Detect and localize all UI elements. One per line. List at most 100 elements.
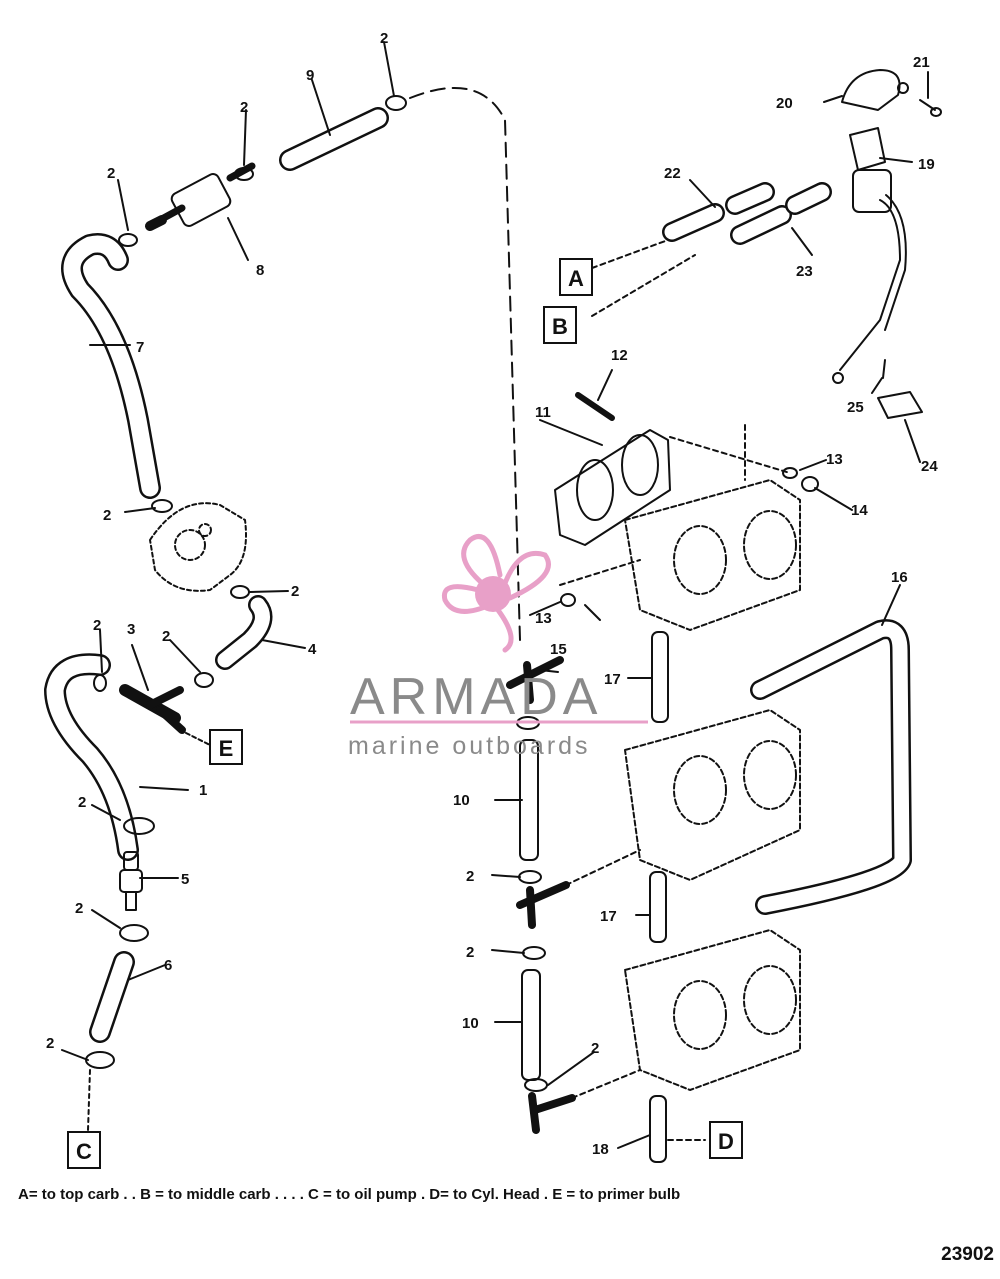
callout-10: 10 (462, 1015, 479, 1032)
hose-10 (521, 969, 541, 1081)
callout-2: 2 (380, 30, 388, 47)
check-valve-5 (119, 851, 143, 911)
callout-10: 10 (453, 792, 470, 809)
callout-13: 13 (535, 610, 552, 627)
callout-19: 19 (918, 156, 935, 173)
callout-2: 2 (103, 507, 111, 524)
clamp-2 (119, 924, 149, 942)
gasket-11 (554, 429, 671, 546)
clamp-2 (194, 672, 214, 688)
callout-18: 18 (592, 1141, 609, 1158)
connector-c-box: C (67, 1131, 101, 1169)
callout-2: 2 (75, 900, 83, 917)
svg-text:C: C (76, 1139, 92, 1164)
clamp-2 (524, 1078, 548, 1092)
hose-4 (215, 595, 273, 670)
svg-text:D: D (718, 1129, 734, 1154)
nut-14 (801, 476, 819, 492)
clamp-2 (123, 817, 155, 835)
callout-7: 7 (136, 339, 144, 356)
armada-watermark-logo: ARMADA marine outboards (348, 534, 648, 760)
hose-18 (649, 1095, 667, 1163)
callout-2: 2 (591, 1040, 599, 1057)
connector-e-box: E (209, 729, 243, 765)
callout-20: 20 (776, 95, 793, 112)
callout-22: 22 (664, 165, 681, 182)
elbow-fitting (528, 1092, 576, 1134)
callout-24: 24 (921, 458, 938, 475)
connector-a-box: A (559, 258, 593, 296)
enrichener-solenoid-19 (832, 127, 907, 384)
screw-25 (882, 359, 886, 379)
callout-6: 6 (164, 957, 172, 974)
clamp-2 (518, 870, 542, 884)
clamp-2 (522, 946, 546, 960)
callout-17: 17 (604, 671, 621, 688)
callout-2: 2 (466, 868, 474, 885)
washer-13 (782, 467, 798, 479)
screw-21 (919, 99, 942, 117)
callout-9: 9 (306, 67, 314, 84)
diagram-number: 23902 (941, 1244, 994, 1265)
hose-6 (89, 951, 135, 1043)
callout-14: 14 (851, 502, 868, 519)
clamp-2 (234, 167, 254, 181)
callout-3: 3 (127, 621, 135, 638)
carburetor-top (624, 479, 801, 631)
callout-2: 2 (107, 165, 115, 182)
svg-text:A: A (568, 266, 584, 291)
fuel-pump (149, 502, 247, 592)
callout-2: 2 (46, 1035, 54, 1052)
hose-17 (649, 871, 667, 943)
callout-2: 2 (291, 583, 299, 600)
callout-2: 2 (78, 794, 86, 811)
hose-22 (662, 182, 775, 242)
clamp-2 (151, 499, 173, 513)
connector-b-box: B (543, 306, 577, 344)
callout-2: 2 (466, 944, 474, 961)
carburetor-bottom (624, 929, 801, 1091)
tee-fitting (516, 881, 570, 929)
hose-9 (279, 107, 389, 171)
screw-15 (584, 604, 601, 621)
connector-d-box: D (709, 1121, 743, 1159)
callout-12: 12 (611, 347, 628, 364)
callout-16: 16 (891, 569, 908, 586)
callout-8: 8 (256, 262, 264, 279)
svg-text:marine outboards: marine outboards (348, 732, 591, 760)
svg-text:ARMADA: ARMADA (350, 668, 602, 726)
clamp-2 (230, 585, 250, 599)
propeller-icon (441, 534, 551, 653)
connector-legend: A= to top carb . . B = to middle carb . … (18, 1186, 681, 1203)
tee-fitting-3 (119, 684, 211, 746)
callout-11: 11 (535, 404, 551, 421)
hose-16 (750, 619, 912, 915)
svg-text:B: B (552, 314, 568, 339)
callout-5: 5 (181, 871, 189, 888)
callout-21: 21 (913, 54, 930, 71)
callout-2: 2 (162, 628, 170, 645)
clamp-2 (85, 1051, 115, 1069)
plate-24 (877, 391, 923, 419)
callout-25: 25 (847, 399, 864, 416)
callout-2: 2 (240, 99, 248, 116)
callout-2: 2 (93, 617, 101, 634)
callout-4: 4 (308, 641, 317, 658)
hose-23 (730, 182, 832, 245)
bracket-20 (841, 69, 909, 111)
callout-17: 17 (600, 908, 617, 925)
nut-13 (560, 593, 576, 607)
fuel-filter-8 (145, 162, 256, 231)
clamp-2 (385, 95, 407, 111)
callout-13: 13 (826, 451, 843, 468)
carburetor-middle (624, 709, 801, 881)
callout-23: 23 (796, 263, 813, 280)
hose-7 (61, 233, 161, 499)
svg-text:E: E (219, 736, 234, 761)
callout-15: 15 (550, 641, 567, 658)
clamp-2 (118, 233, 138, 247)
hose-1 (44, 653, 139, 861)
clamp-2 (93, 674, 107, 692)
fitting-15 (506, 656, 564, 704)
